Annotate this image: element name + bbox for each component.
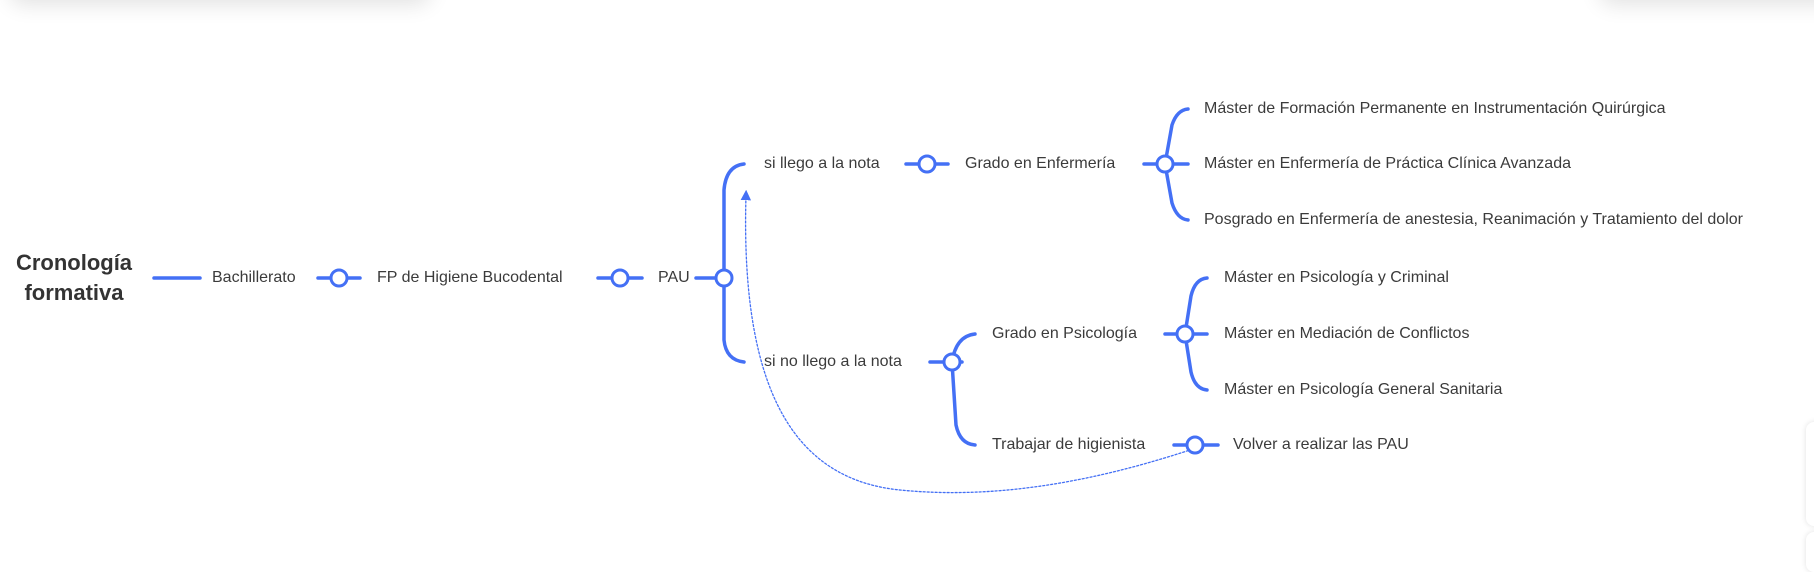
root-topic[interactable]: Cronología formativa [0,248,148,308]
branch [1183,332,1209,392]
mindmap-connectors [152,107,1220,494]
side-panel-lower[interactable] [1806,532,1814,572]
root-line-2: formativa [24,280,124,305]
topic-grado-psicologia[interactable]: Grado en Psicología [992,325,1137,342]
collapse-toggle[interactable] [1175,324,1195,344]
collapse-toggle[interactable] [942,352,962,372]
topic-fp[interactable]: FP de Higiene Bucodental [377,269,563,286]
collapse-toggle[interactable] [1155,154,1175,174]
collapse-toggle[interactable] [1185,435,1205,455]
topic-pau[interactable]: PAU [658,269,690,286]
topic-psi-child[interactable]: Máster en Psicología General Sanitaria [1224,381,1503,398]
relationship-arrow[interactable] [740,189,1197,494]
topic-enf-child[interactable]: Máster de Formación Permanente en Instru… [1204,100,1666,117]
branch [1183,276,1209,336]
branch [1163,107,1190,166]
collapse-toggle[interactable] [329,268,349,288]
topic-bachillerato[interactable]: Bachillerato [212,269,296,286]
topic-psi-child[interactable]: Máster en Psicología y Criminal [1224,269,1449,286]
topic-enf-child[interactable]: Posgrado en Enfermería de anestesia, Rea… [1204,211,1743,228]
collapse-toggle[interactable] [917,154,937,174]
side-panel-upper[interactable] [1806,422,1814,526]
branch-down [722,276,746,364]
topic-psi-child[interactable]: Máster en Mediación de Conflictos [1224,325,1470,342]
root-line-1: Cronología [15,250,133,275]
collapse-toggle[interactable] [714,268,734,288]
branch-up [722,162,746,280]
topic-grado-enfermeria[interactable]: Grado en Enfermería [965,155,1116,172]
topic-si-no-llego[interactable]: si no llego a la nota [764,353,902,370]
branch [1163,162,1190,222]
topic-volver[interactable]: Volver a realizar las PAU [1233,436,1409,453]
collapse-toggle[interactable] [610,268,630,288]
topic-enf-child[interactable]: Máster en Enfermería de Práctica Clínica… [1204,155,1571,172]
topic-trabajar[interactable]: Trabajar de higienista [992,436,1146,453]
branch [950,360,977,447]
topic-si-llego[interactable]: si llego a la nota [764,155,880,172]
